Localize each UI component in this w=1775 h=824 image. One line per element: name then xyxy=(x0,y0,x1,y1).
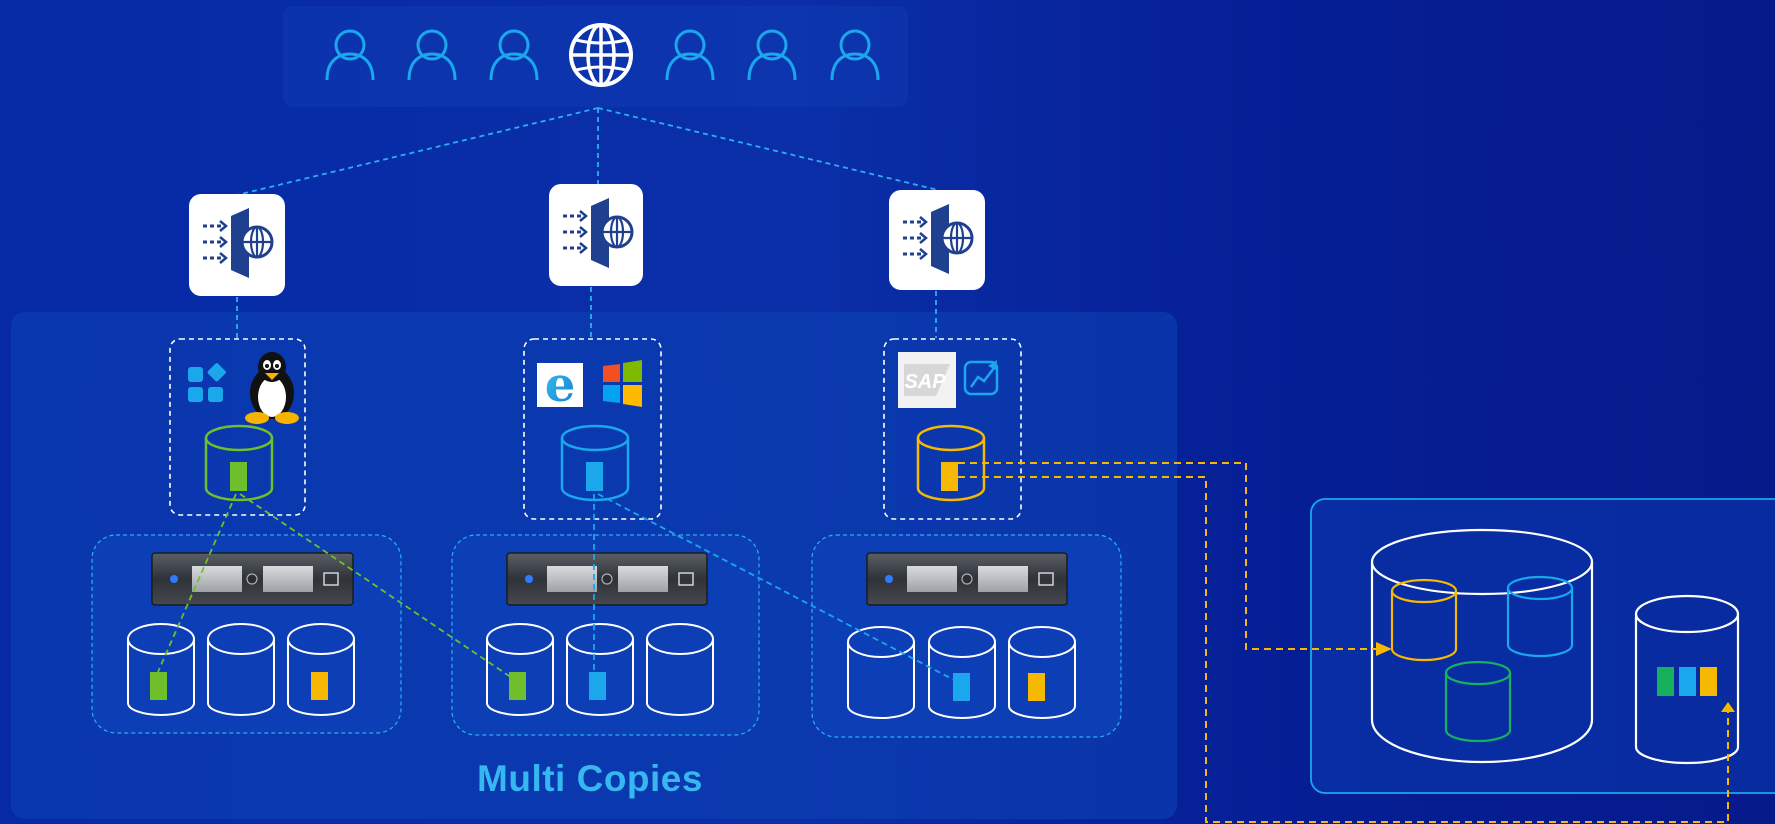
analytics-chart-icon xyxy=(963,360,999,396)
disk-cylinder xyxy=(928,626,996,719)
edge-browser-icon: e xyxy=(537,357,583,413)
web-gateway-icon xyxy=(889,190,985,290)
pool-volume-yellow xyxy=(1390,578,1458,662)
disk-cylinder xyxy=(566,623,634,716)
user-icon xyxy=(325,29,375,81)
replication-links-green xyxy=(157,493,516,681)
web-gateway-icon xyxy=(549,184,643,286)
linux-tux-icon xyxy=(245,352,299,424)
storage-pool-cylinder xyxy=(1370,528,1594,764)
rack-server-icon xyxy=(866,552,1068,606)
user-icon xyxy=(665,29,715,81)
disk-cylinder xyxy=(486,623,554,716)
replication-links-cyan xyxy=(593,493,959,683)
user-icon xyxy=(830,29,880,81)
app-volume-green xyxy=(204,424,274,502)
rack-server-icon xyxy=(151,552,354,606)
user-icon xyxy=(489,29,539,81)
app-volume-cyan xyxy=(560,424,630,502)
apps-icon xyxy=(188,363,226,402)
disk-cylinder xyxy=(847,626,915,719)
disk-cylinder xyxy=(287,623,355,716)
arrow-head xyxy=(1721,702,1735,712)
disk-cylinder xyxy=(646,623,714,716)
pool-volume-cyan xyxy=(1506,575,1574,658)
user-icon xyxy=(747,29,797,81)
user-icon xyxy=(407,29,457,81)
app-group-sap xyxy=(883,338,1022,520)
rack-server-icon xyxy=(506,552,708,606)
gateway-links xyxy=(236,287,937,338)
app-volume-yellow xyxy=(916,424,986,502)
arrow-head xyxy=(1376,642,1392,656)
app-group-linux xyxy=(169,338,306,516)
windows-logo-icon xyxy=(603,360,642,407)
disk-cylinder xyxy=(127,623,195,716)
sap-logo-icon: SAP xyxy=(898,352,956,408)
disk-cylinder xyxy=(1008,626,1076,719)
network-links xyxy=(236,107,939,196)
app-group-windows xyxy=(523,338,662,520)
svg-text:e: e xyxy=(545,357,576,413)
archive-cylinder xyxy=(1634,594,1740,765)
svg-text:SAP: SAP xyxy=(904,371,946,393)
multi-copies-caption: Multi Copies xyxy=(477,758,703,799)
disk-cylinder xyxy=(207,623,275,716)
web-gateway-icon xyxy=(189,194,285,296)
pool-volume-green xyxy=(1444,660,1512,743)
backup-flow-lines xyxy=(958,462,1729,823)
backup-panel xyxy=(1310,498,1775,794)
globe-icon xyxy=(569,23,633,87)
